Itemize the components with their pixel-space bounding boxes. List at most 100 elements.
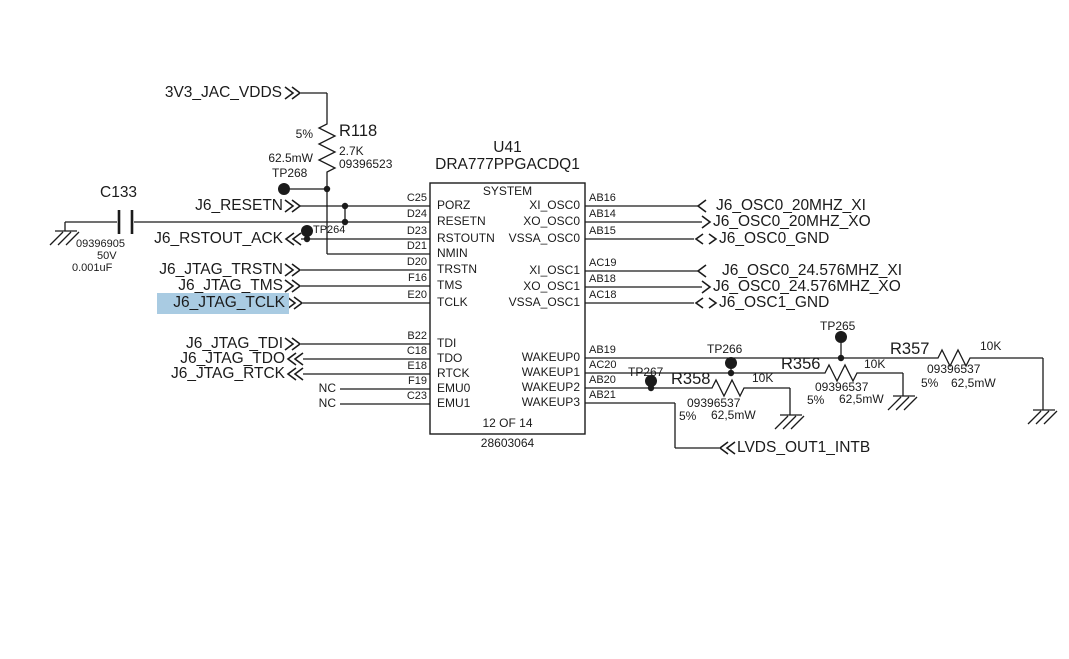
net-label-osc1-gnd[interactable]: J6_OSC1_GND bbox=[719, 294, 830, 311]
net-label-jtag-tdi[interactable]: J6_JTAG_TDI bbox=[185, 335, 283, 352]
net-label-lvds-out1-intb[interactable]: LVDS_OUT1_INTB bbox=[737, 439, 871, 456]
resistor-power: 62.5mW bbox=[268, 151, 313, 165]
net-label-jtag-tclk-selected[interactable]: J6_JTAG_TCLK bbox=[173, 294, 285, 311]
chip-sheet-note: 12 OF 14 bbox=[482, 416, 533, 430]
pin-number: F19 bbox=[408, 375, 427, 387]
resistor-ref-r118: R118 bbox=[339, 122, 378, 140]
pin-number: AB21 bbox=[589, 389, 616, 401]
ground-symbols bbox=[49, 230, 1058, 430]
pin-name: TRSTN bbox=[437, 262, 477, 276]
pin-number: AB14 bbox=[589, 208, 616, 220]
pin-name: RSTOUTN bbox=[437, 231, 495, 245]
out-arrow-icon bbox=[284, 86, 302, 100]
capacitor-ref-c133: C133 bbox=[100, 184, 138, 201]
resistor-ref-r356: R356 bbox=[781, 355, 821, 373]
net-label-osc0-xo[interactable]: J6_OSC0_20MHZ_XO bbox=[713, 213, 871, 230]
resistor-tolerance: 5% bbox=[921, 376, 939, 390]
testpoint-tp265-dot bbox=[835, 331, 847, 343]
net-label-jtag-trstn[interactable]: J6_JTAG_TRSTN bbox=[159, 261, 283, 278]
pin-number: AC20 bbox=[589, 359, 617, 371]
pin-number: F16 bbox=[408, 272, 427, 284]
pin-name: WAKEUP2 bbox=[521, 380, 580, 394]
pin-number: D23 bbox=[406, 225, 427, 237]
resistor-power: 62,5mW bbox=[711, 408, 756, 422]
nc-label: NC bbox=[318, 396, 336, 410]
chip-ref: U41 bbox=[493, 139, 522, 156]
testpoint-tp266-dot bbox=[725, 357, 737, 369]
selection-highlight bbox=[157, 293, 289, 314]
out-arrow-icon bbox=[284, 263, 302, 277]
pin-name: VSSA_OSC1 bbox=[508, 295, 580, 309]
net-label-osc1-xo[interactable]: J6_OSC0_24.576MHZ_XO bbox=[713, 278, 901, 295]
pin-number: B22 bbox=[407, 330, 427, 342]
capacitor-part-number: 09396905 bbox=[76, 238, 125, 250]
testpoint-tp264-dot bbox=[301, 225, 313, 237]
out-arrow-icon bbox=[284, 279, 302, 293]
pin-number: AB19 bbox=[589, 344, 616, 356]
pin-name: XO_OSC1 bbox=[523, 279, 580, 293]
resistor-power: 62,5mW bbox=[839, 392, 884, 406]
resistor-r118-symbol bbox=[317, 118, 337, 184]
chip-doc-number: 28603064 bbox=[480, 436, 535, 450]
pin-name: TDO bbox=[437, 351, 463, 365]
net-label-rstout-ack[interactable]: J6_RSTOUT_ACK bbox=[154, 230, 283, 247]
in-arrow-icon bbox=[718, 441, 736, 455]
net-label-osc1-xi[interactable]: J6_OSC0_24.576MHZ_XI bbox=[722, 262, 903, 279]
pin-number: AB20 bbox=[589, 374, 616, 386]
net-label-osc0-gnd[interactable]: J6_OSC0_GND bbox=[719, 230, 830, 247]
wires bbox=[64, 92, 1044, 449]
net-label-osc0-xi[interactable]: J6_OSC0_20MHZ_XI bbox=[716, 197, 866, 214]
bidir-arrow-icon bbox=[694, 233, 718, 245]
pin-number: E20 bbox=[407, 289, 427, 301]
resistor-r356-symbol bbox=[820, 363, 862, 383]
input-arrowhead-icon bbox=[696, 264, 707, 278]
resistor-ref-r358: R358 bbox=[671, 370, 711, 388]
capacitor-c133-symbol bbox=[117, 210, 134, 234]
pin-name: RESETN bbox=[437, 214, 486, 228]
chip-outline bbox=[429, 182, 586, 435]
resistor-value: 10K bbox=[752, 371, 774, 385]
pin-name: TMS bbox=[437, 278, 463, 292]
testpoint-label-tp264: TP264 bbox=[313, 224, 346, 236]
in-arrow-icon bbox=[284, 232, 302, 246]
capacitor-voltage: 50V bbox=[97, 250, 117, 262]
resistor-power: 62,5mW bbox=[951, 376, 996, 390]
out-arrow-icon bbox=[284, 199, 302, 213]
pin-name: XI_OSC1 bbox=[529, 263, 580, 277]
resistor-tolerance: 5% bbox=[807, 393, 825, 407]
pin-number: C18 bbox=[406, 345, 427, 357]
connector-arrows bbox=[284, 86, 736, 455]
testpoint-label-tp265: TP265 bbox=[820, 319, 856, 333]
net-label-jtag-tdo[interactable]: J6_JTAG_TDO bbox=[180, 350, 285, 367]
net-label-jtag-tms[interactable]: J6_JTAG_TMS bbox=[178, 277, 283, 294]
resistor-ref-r357: R357 bbox=[890, 340, 930, 358]
resistor-part-number: 09396537 bbox=[815, 380, 869, 394]
net-label-jtag-rtck[interactable]: J6_JTAG_RTCK bbox=[171, 365, 285, 382]
testpoint-tp268-dot bbox=[278, 183, 290, 195]
pin-name: EMU0 bbox=[437, 381, 471, 395]
net-label-power[interactable]: 3V3_JAC_VDDS bbox=[164, 84, 282, 101]
pin-name: TDI bbox=[437, 336, 457, 350]
resistor-tolerance: 5% bbox=[295, 127, 313, 141]
pin-number: D24 bbox=[406, 208, 427, 220]
input-arrowhead-icon bbox=[696, 199, 707, 213]
chip-part: DRA777PPGACDQ1 bbox=[435, 156, 580, 173]
in-arrow-icon bbox=[286, 367, 304, 381]
pin-number: AC18 bbox=[589, 289, 617, 301]
output-arrowhead-icon bbox=[701, 215, 712, 229]
pin-name: NMIN bbox=[437, 246, 468, 260]
output-arrowhead-icon bbox=[701, 280, 712, 294]
capacitor-value: 0.001uF bbox=[72, 262, 113, 274]
resistor-value: 10K bbox=[980, 339, 1002, 353]
testpoint-label-tp268: TP268 bbox=[272, 166, 308, 180]
bidir-arrow-icon bbox=[694, 297, 718, 309]
resistor-symbols bbox=[317, 118, 975, 398]
pin-number: AB15 bbox=[589, 225, 616, 237]
pin-name: VSSA_OSC0 bbox=[508, 231, 580, 245]
pin-number: AC19 bbox=[589, 257, 617, 269]
net-label-resetn[interactable]: J6_RESETN bbox=[195, 197, 283, 214]
resistor-part-number: 09396537 bbox=[927, 362, 981, 376]
pin-name: WAKEUP3 bbox=[521, 395, 580, 409]
out-arrow-icon bbox=[286, 296, 304, 310]
